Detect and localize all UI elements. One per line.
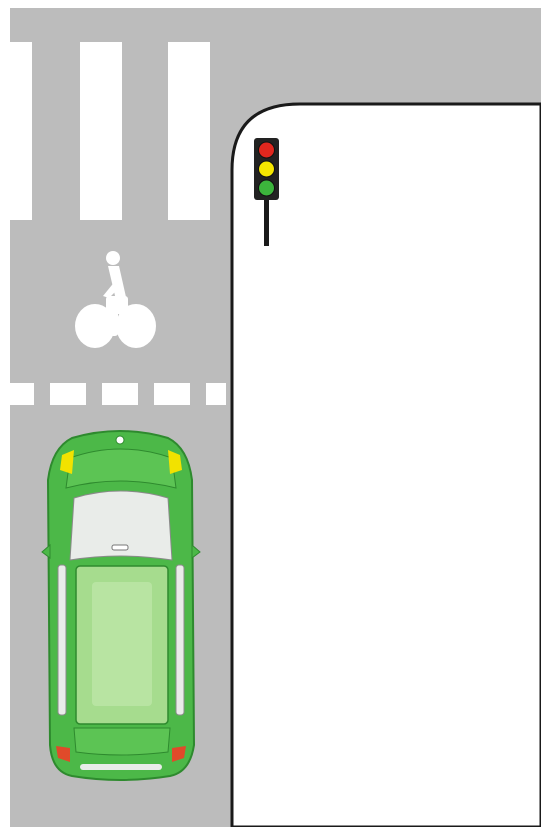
traffic-light-green <box>259 180 275 196</box>
car-roof-highlight <box>92 582 152 706</box>
car-rear-window <box>74 728 170 755</box>
car-rear-bumper <box>80 764 162 770</box>
stop-line-dash <box>206 383 226 405</box>
traffic-light-red <box>259 142 275 158</box>
car-side-window-left <box>58 565 66 715</box>
stop-line-dash <box>10 383 34 405</box>
car-side-window-right <box>176 565 184 715</box>
crosswalk-stripe <box>168 42 210 220</box>
car-logo <box>116 436 124 444</box>
traffic-light-yellow <box>259 161 275 177</box>
car-top-view <box>42 431 200 780</box>
stop-line-dash <box>154 383 190 405</box>
stop-line-dash <box>102 383 138 405</box>
sidewalk-corner <box>232 104 541 827</box>
crosswalk-stripe <box>10 42 32 220</box>
traffic-light-pole <box>264 198 269 246</box>
car-rearview-mirror <box>112 545 128 550</box>
crosswalk-stripe <box>80 42 122 220</box>
stop-line-dash <box>50 383 86 405</box>
